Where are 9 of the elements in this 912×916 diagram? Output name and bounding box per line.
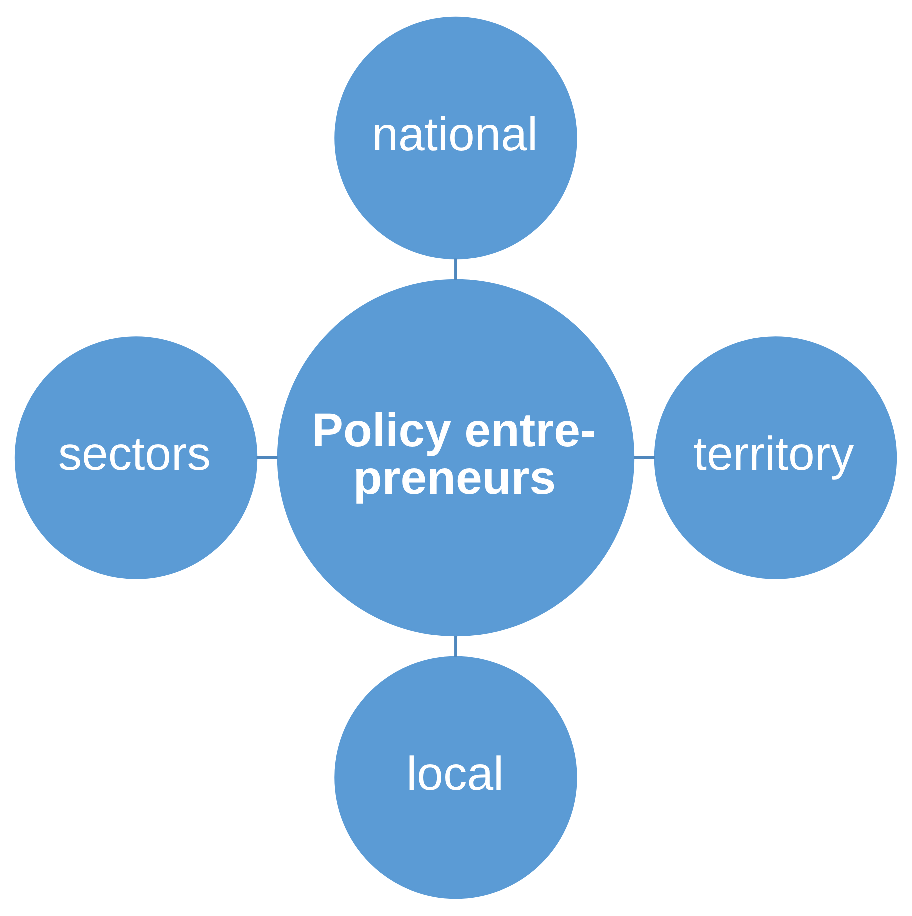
connector [634,456,656,460]
node-circle: local [334,656,578,900]
node-circle: territory [654,336,898,580]
connector [454,636,458,658]
connector [454,258,458,280]
node-circle: sectors [14,336,258,580]
node-circle: Policy entre- preneurs [277,279,635,637]
connector [256,456,278,460]
node-circle: national [334,16,578,260]
